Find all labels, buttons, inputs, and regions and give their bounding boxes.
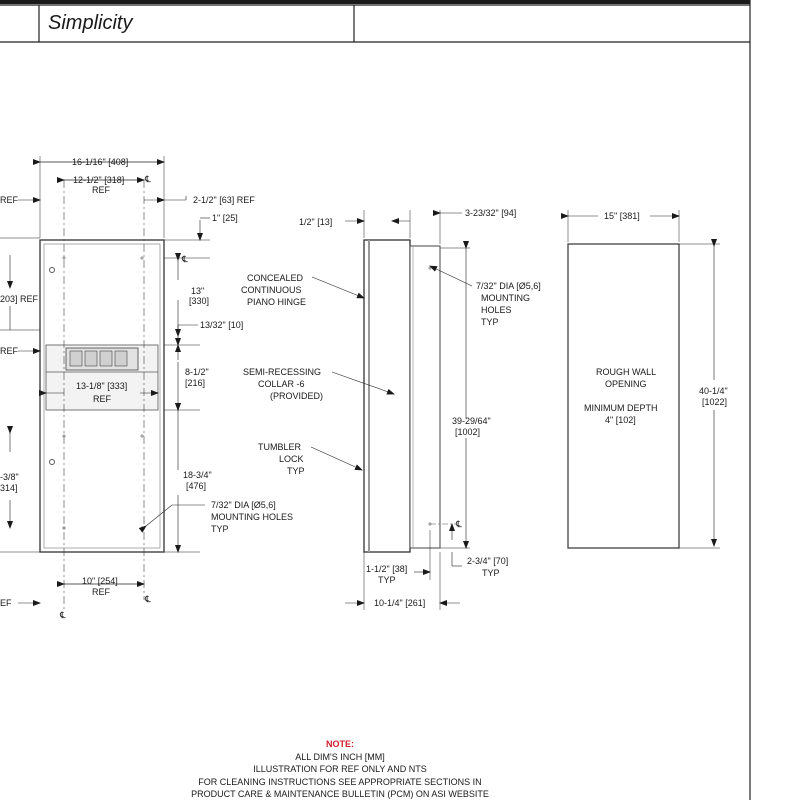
- dispenser-width-ref: REF: [93, 394, 112, 404]
- opening-label-3: MINIMUM DEPTH: [584, 403, 658, 413]
- note-line-1: ALL DIM'S INCH [MM]: [295, 751, 385, 762]
- title-block-border: [0, 0, 751, 800]
- front-hole-note-1: 7/32" DIA [Ø5,6]: [211, 500, 276, 510]
- right-offset-label: 2-1/2" [63] REF: [193, 195, 255, 205]
- front-door-outline: [43, 243, 161, 549]
- side-hole-2: MOUNTING: [481, 293, 530, 303]
- note-title: NOTE:: [326, 739, 354, 749]
- upper-lock-icon: [49, 267, 55, 273]
- side-centerline-mark: ℄: [455, 519, 462, 529]
- collar-label-2: COLLAR -6: [258, 379, 305, 389]
- lock-label-3: TYP: [287, 466, 305, 476]
- bottom-offset-typ: TYP: [482, 568, 500, 578]
- bottom-width-label: 10" [254]: [82, 576, 118, 586]
- flange-depth-label: 1/2" [13]: [299, 217, 332, 227]
- lower-height-label: 18-3/4": [183, 470, 212, 480]
- side-body: [363, 239, 411, 553]
- note-line-4: PRODUCT CARE & MAINTENANCE BULLETIN (PCM…: [191, 789, 489, 799]
- mid-height-label: 8-1/2": [185, 367, 209, 377]
- lower-lock-icon: [49, 459, 55, 465]
- rough-opening-view: 15" [381] ROUGH WALL OPENING MINIMUM DEP…: [561, 210, 728, 549]
- left-ref-5: EF: [0, 598, 12, 608]
- upper-height-label: 13": [191, 286, 204, 296]
- note-block: NOTE: ALL DIM'S INCH [MM] ILLUSTRATION F…: [140, 738, 540, 801]
- opening-height-label: 40-1/4": [699, 386, 728, 396]
- hole-offset-typ: TYP: [378, 575, 396, 585]
- hinge-label-3: PIANO HINGE: [247, 297, 306, 307]
- lower-height-mm: [476]: [186, 481, 206, 491]
- total-depth-label: 10-1/4" [261]: [374, 598, 425, 608]
- side-hole-3: HOLES: [481, 305, 512, 315]
- side-hole-1: 7/32" DIA [Ø5,6]: [476, 281, 541, 291]
- centerline-mark-right: ℄: [181, 254, 188, 264]
- opening-label-1: ROUGH WALL: [596, 367, 656, 377]
- top-band: [0, 0, 750, 4]
- centerline-mark-left: ℄: [59, 610, 66, 620]
- centerlines: [63, 180, 145, 610]
- left-dim-2: 203] REF: [0, 294, 39, 304]
- left-ref-1: REF: [0, 195, 19, 205]
- collar-label-3: (PROVIDED): [270, 391, 323, 401]
- opening-label-2: OPENING: [605, 379, 647, 389]
- lock-label-2: LOCK: [279, 454, 304, 464]
- side-height-label: 39-29/64": [452, 416, 491, 426]
- overall-width-label: 16-1/16" [408]: [72, 157, 128, 167]
- inner-width-label: 12-1/2" [318]: [73, 175, 124, 185]
- upper-height-mm: [330]: [189, 296, 209, 306]
- bottom-offset-label: 2-3/4" [70]: [467, 556, 508, 566]
- front-hole-note-3: TYP: [211, 524, 229, 534]
- left-dim-4a: -3/8": [0, 472, 19, 482]
- centerline-mark: ℄: [144, 174, 151, 184]
- body-depth-label: 3-23/32" [94]: [465, 208, 516, 218]
- front-hole-note-2: MOUNTING HOLES: [211, 512, 293, 522]
- collar-label-1: SEMI-RECESSING: [243, 367, 321, 377]
- note-line-2: ILLUSTRATION FOR REF ONLY AND NTS: [253, 764, 427, 774]
- shelf-gap-label: 13/32" [10]: [200, 320, 243, 330]
- left-ref-3: REF: [0, 346, 19, 356]
- opening-label-4: 4" [102]: [605, 415, 636, 425]
- bottom-width-ref: REF: [92, 587, 111, 597]
- dispenser-width-label: 13-1/8" [333]: [76, 381, 127, 391]
- opening-height-mm: [1022]: [702, 397, 727, 407]
- left-dim-4b: 314]: [0, 483, 18, 493]
- front-view: 16-1/16" [408] 12-1/2" [318] REF 2-1/2" …: [0, 156, 293, 620]
- inner-width-ref: REF: [92, 185, 111, 195]
- mid-height-mm: [216]: [185, 378, 205, 388]
- side-hole-4: TYP: [481, 317, 499, 327]
- dispenser-slats: [69, 350, 128, 367]
- opening-width-label: 15" [381]: [604, 211, 640, 221]
- note-line-3: FOR CLEANING INSTRUCTIONS SEE APPROPRIAT…: [198, 776, 482, 787]
- top-offset-label: 1" [25]: [212, 213, 238, 223]
- model-name: Simplicity: [48, 12, 133, 34]
- flange: [368, 240, 370, 552]
- rough-opening-rect: [567, 243, 680, 549]
- hole-offset-label: 1-1/2" [38]: [366, 564, 407, 574]
- lock-label-1: TUMBLER: [258, 442, 302, 452]
- side-view: 1/2" [13] 3-23/32" [94] CONCEALED CONTIN…: [241, 208, 541, 610]
- left-dims: [0, 197, 41, 606]
- centerline-mark-bottom: ℄: [144, 594, 151, 604]
- collar: [409, 245, 441, 549]
- side-height-mm: [1002]: [455, 427, 480, 437]
- hinge-label-1: CONCEALED: [247, 273, 304, 283]
- hinge-label-2: CONTINUOUS: [241, 285, 302, 295]
